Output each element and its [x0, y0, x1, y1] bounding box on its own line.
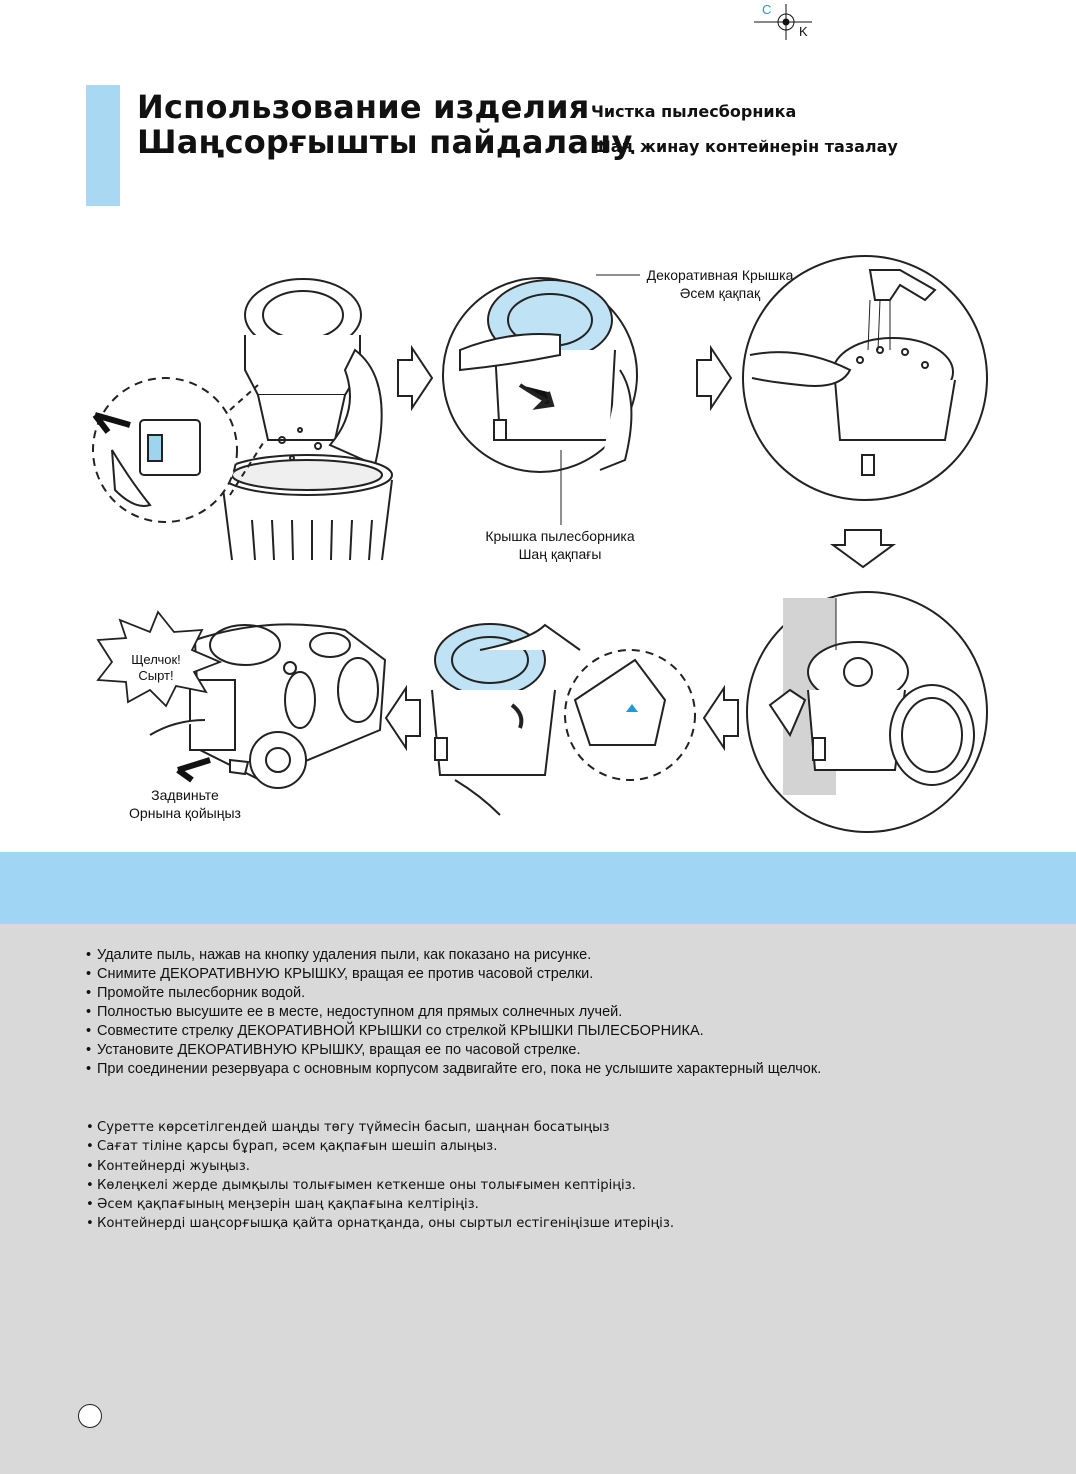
- list-item: •Сағат тіліне қарсы бұрап, әсем қақпағын…: [86, 1139, 498, 1155]
- callout-dust-lid-ru: Крышка пылесборника: [485, 528, 635, 544]
- click-burst: [96, 610, 223, 708]
- list-item: •Контейнерді жуыңыз.: [86, 1158, 250, 1174]
- list-item: •Установите ДЕКОРАТИВНУЮ КРЫШКУ, вращая …: [86, 1042, 581, 1058]
- step4-dry-illustration: [746, 591, 988, 833]
- blue-band: [0, 852, 1076, 924]
- callout-dust-lid-kk: Шаң қақпағы: [518, 546, 602, 562]
- list-item: •Контейнерді шаңсорғышқа қайта орнатқанд…: [86, 1216, 675, 1232]
- step1-empty-dust-illustration: [92, 278, 393, 561]
- step5-attach-cover-illustration: [431, 623, 696, 816]
- step-arrow-right-2: [696, 344, 733, 412]
- step-arrow-right-1: [397, 344, 434, 412]
- callout-push-kk: Орнына қойыңыз: [129, 805, 241, 821]
- list-item: •Әсем қақпағының меңзерін шаң қақпағына …: [86, 1197, 479, 1213]
- step-arrow-left-3: [702, 684, 739, 752]
- page-title-kk: Шаңсорғышты пайдалану: [137, 123, 633, 161]
- step-arrow-left-4: [384, 684, 421, 752]
- crosshair-icon: [754, 4, 812, 40]
- step-arrow-down: [829, 529, 897, 569]
- registration-mark: C K: [752, 2, 814, 42]
- click-text-ru: Щелчок!: [131, 652, 181, 667]
- list-item: •При соединении резервуара с основным ко…: [86, 1061, 822, 1077]
- page-number-circle: [78, 1404, 102, 1428]
- step2-remove-cover-illustration: [442, 277, 638, 473]
- callout-push-ru: Задвиньте: [151, 787, 219, 803]
- callout-decorative-cover-ru: Декоративная Крышка: [646, 267, 794, 283]
- section-accent-bar: [86, 85, 120, 206]
- registration-c: C: [762, 2, 772, 17]
- section-subtitle-ru: Чистка пылесборника: [591, 102, 797, 121]
- registration-k: K: [799, 24, 808, 39]
- list-item: •Промойте пылесборник водой.: [86, 985, 306, 1001]
- callout-push-in: Задвиньте Орнына қойыңыз: [110, 786, 260, 822]
- callout-dust-lid: Крышка пылесборника Шаң қақпағы: [470, 527, 650, 563]
- instructions-list-kk: •Суретте көрсетілгендей шаңды төгу түйме…: [86, 1118, 674, 1234]
- callout-decorative-cover: Декоративная Крышка Әсем қақпақ: [640, 266, 800, 302]
- callout-decorative-cover-kk: Әсем қақпақ: [679, 285, 761, 301]
- step6-insert-illustration: [96, 610, 387, 789]
- illustration-panel: [92, 255, 988, 833]
- list-item: •Удалите пыль, нажав на кнопку удаления …: [86, 947, 592, 963]
- list-item: •Суретте көрсетілгендей шаңды төгу түйме…: [86, 1120, 610, 1135]
- list-item: •Көлеңкелі жерде дымқылы толығымен кетке…: [86, 1177, 636, 1193]
- page-title-ru: Использование изделия: [137, 88, 590, 126]
- section-subtitle-kk: Шаң жинау контейнерін тазалау: [591, 137, 898, 156]
- list-item: •Совместите стрелку ДЕКОРАТИВНОЙ КРЫШКИ …: [86, 1023, 704, 1039]
- instructions-list-ru: •Удалите пыль, нажав на кнопку удаления …: [86, 946, 821, 1079]
- click-burst-text: Щелчок! Сырт!: [116, 652, 196, 684]
- step3-wash-illustration: [742, 255, 988, 501]
- list-item: •Полностью высушите ее в месте, недоступ…: [86, 1004, 623, 1020]
- click-text-kk: Сырт!: [138, 668, 174, 683]
- instructions-panel: [0, 924, 1076, 1474]
- list-item: •Снимите ДЕКОРАТИВНУЮ КРЫШКУ, вращая ее …: [86, 966, 594, 982]
